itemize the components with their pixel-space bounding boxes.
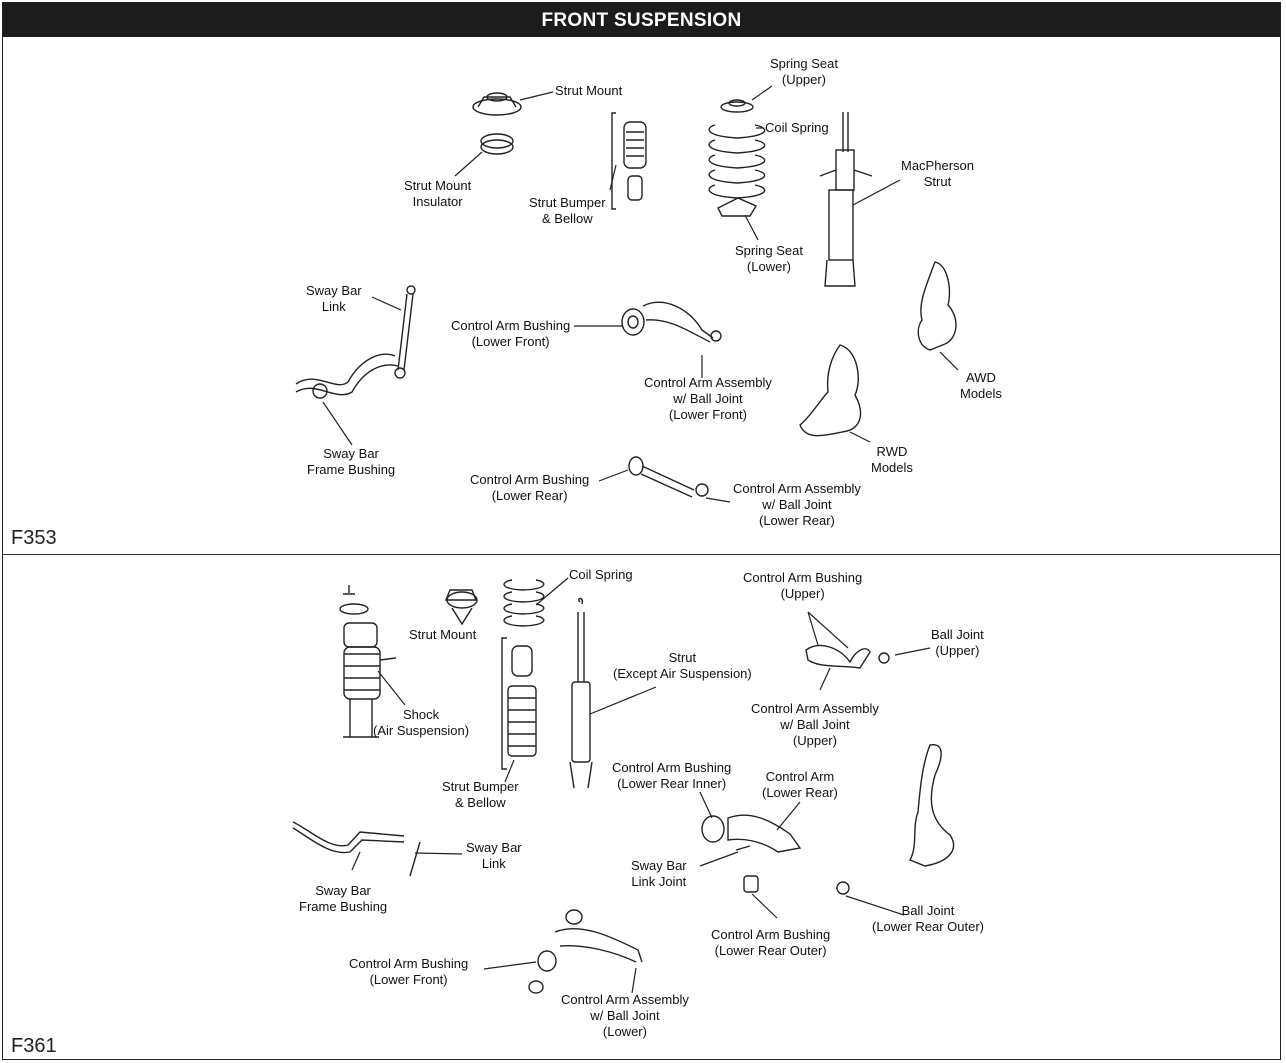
label-control-arm-assembly-upper: Control Arm Assembly w/ Ball Joint (Uppe…	[751, 701, 879, 749]
label-macpherson-strut: MacPherson Strut	[901, 158, 974, 190]
control-arm-bushing-lower-rear-part	[629, 457, 643, 475]
label-sway-bar-link-joint: Sway Bar Link Joint	[631, 858, 687, 890]
label-coil-spring: Coil Spring	[765, 120, 829, 136]
spring-seat-lower-part	[718, 198, 756, 216]
label-sway-bar-frame-bushing: Sway Bar Frame Bushing	[307, 446, 395, 478]
label-ball-joint-upper: Ball Joint (Upper)	[931, 627, 984, 659]
label-strut-mount-2: Strut Mount	[409, 627, 476, 643]
control-arm-bushing-lower-rear-inner-part	[702, 816, 724, 842]
sway-bar-link-part	[395, 286, 415, 378]
strut-mount-part-2	[446, 590, 477, 624]
label-strut-bumper-bellow-2: Strut Bumper & Bellow	[442, 779, 519, 811]
label-control-arm-bushing-lower-rear: Control Arm Bushing (Lower Rear)	[470, 472, 589, 504]
label-control-arm-bushing-lower-rear-outer: Control Arm Bushing (Lower Rear Outer)	[711, 927, 830, 959]
label-strut-mount-insulator: Strut Mount Insulator	[404, 178, 471, 210]
label-sway-bar-frame-bushing-2: Sway Bar Frame Bushing	[299, 883, 387, 915]
label-control-arm-bushing-lower-front: Control Arm Bushing (Lower Front)	[451, 318, 570, 350]
strut-mount-part	[473, 93, 521, 115]
label-control-arm-bushing-lower-front-2: Control Arm Bushing (Lower Front)	[349, 956, 468, 988]
strut-bumper-bellow-part	[612, 113, 646, 209]
label-control-arm-assembly-lower-rear: Control Arm Assembly w/ Ball Joint (Lowe…	[733, 481, 861, 529]
sway-bar-link-joint-part	[736, 846, 750, 850]
sway-bar-link-part-2	[410, 842, 420, 876]
label-sway-bar-link-2: Sway Bar Link	[466, 840, 522, 872]
label-control-arm-assembly-lower-front: Control Arm Assembly w/ Ball Joint (Lowe…	[644, 375, 772, 423]
control-arm-assembly-lower-rear-part	[641, 466, 694, 497]
control-arm-assembly-upper-part	[806, 646, 870, 668]
spring-seat-upper-part	[721, 100, 753, 112]
label-coil-spring-2: Coil Spring	[569, 567, 633, 583]
strut-mount-insulator-part	[481, 134, 513, 154]
control-arm-bushing-lower-front-part-2	[538, 951, 556, 971]
strut-except-air-part	[570, 599, 592, 789]
label-shock-air: Shock (Air Suspension)	[373, 707, 469, 739]
knuckle-rwd-part	[800, 345, 861, 436]
label-ball-joint-lower-rear-outer: Ball Joint (Lower Rear Outer)	[872, 903, 984, 935]
ball-joint-upper-part	[879, 653, 889, 663]
strut-bumper-bellow-part-2	[502, 638, 536, 769]
label-awd-models: AWD Models	[960, 370, 1002, 402]
label-spring-seat-upper: Spring Seat (Upper)	[770, 56, 838, 88]
label-sway-bar-link: Sway Bar Link	[306, 283, 362, 315]
control-arm-bushing-top-part	[566, 910, 582, 924]
label-strut-bumper-bellow: Strut Bumper & Bellow	[529, 195, 606, 227]
label-rwd-models: RWD Models	[871, 444, 913, 476]
sway-bar-part	[296, 354, 398, 394]
knuckle-part-2	[910, 745, 954, 866]
control-arm-bushing-lower-rear-outer-part	[744, 876, 758, 892]
label-spring-seat-lower: Spring Seat (Lower)	[735, 243, 803, 275]
sway-bar-part-2	[293, 822, 404, 853]
label-control-arm-lower-rear: Control Arm (Lower Rear)	[762, 769, 838, 801]
label-control-arm-bushing-upper: Control Arm Bushing (Upper)	[743, 570, 862, 602]
control-arm-assembly-lower-part	[555, 929, 642, 962]
knuckle-awd-part	[918, 262, 956, 350]
control-arm-bushing-lower-front-part	[622, 309, 644, 335]
ball-joint-lower-rear-outer-part	[837, 882, 849, 894]
control-arm-lower-rear-part	[728, 815, 800, 852]
label-strut-mount: Strut Mount	[555, 83, 622, 99]
label-strut-except-air: Strut (Except Air Suspension)	[613, 650, 752, 682]
label-control-arm-assembly-lower: Control Arm Assembly w/ Ball Joint (Lowe…	[561, 992, 689, 1040]
label-control-arm-bushing-lower-rear-inner: Control Arm Bushing (Lower Rear Inner)	[612, 760, 731, 792]
coil-spring-part	[709, 125, 765, 198]
control-arm-assembly-lower-front-part	[643, 302, 713, 342]
